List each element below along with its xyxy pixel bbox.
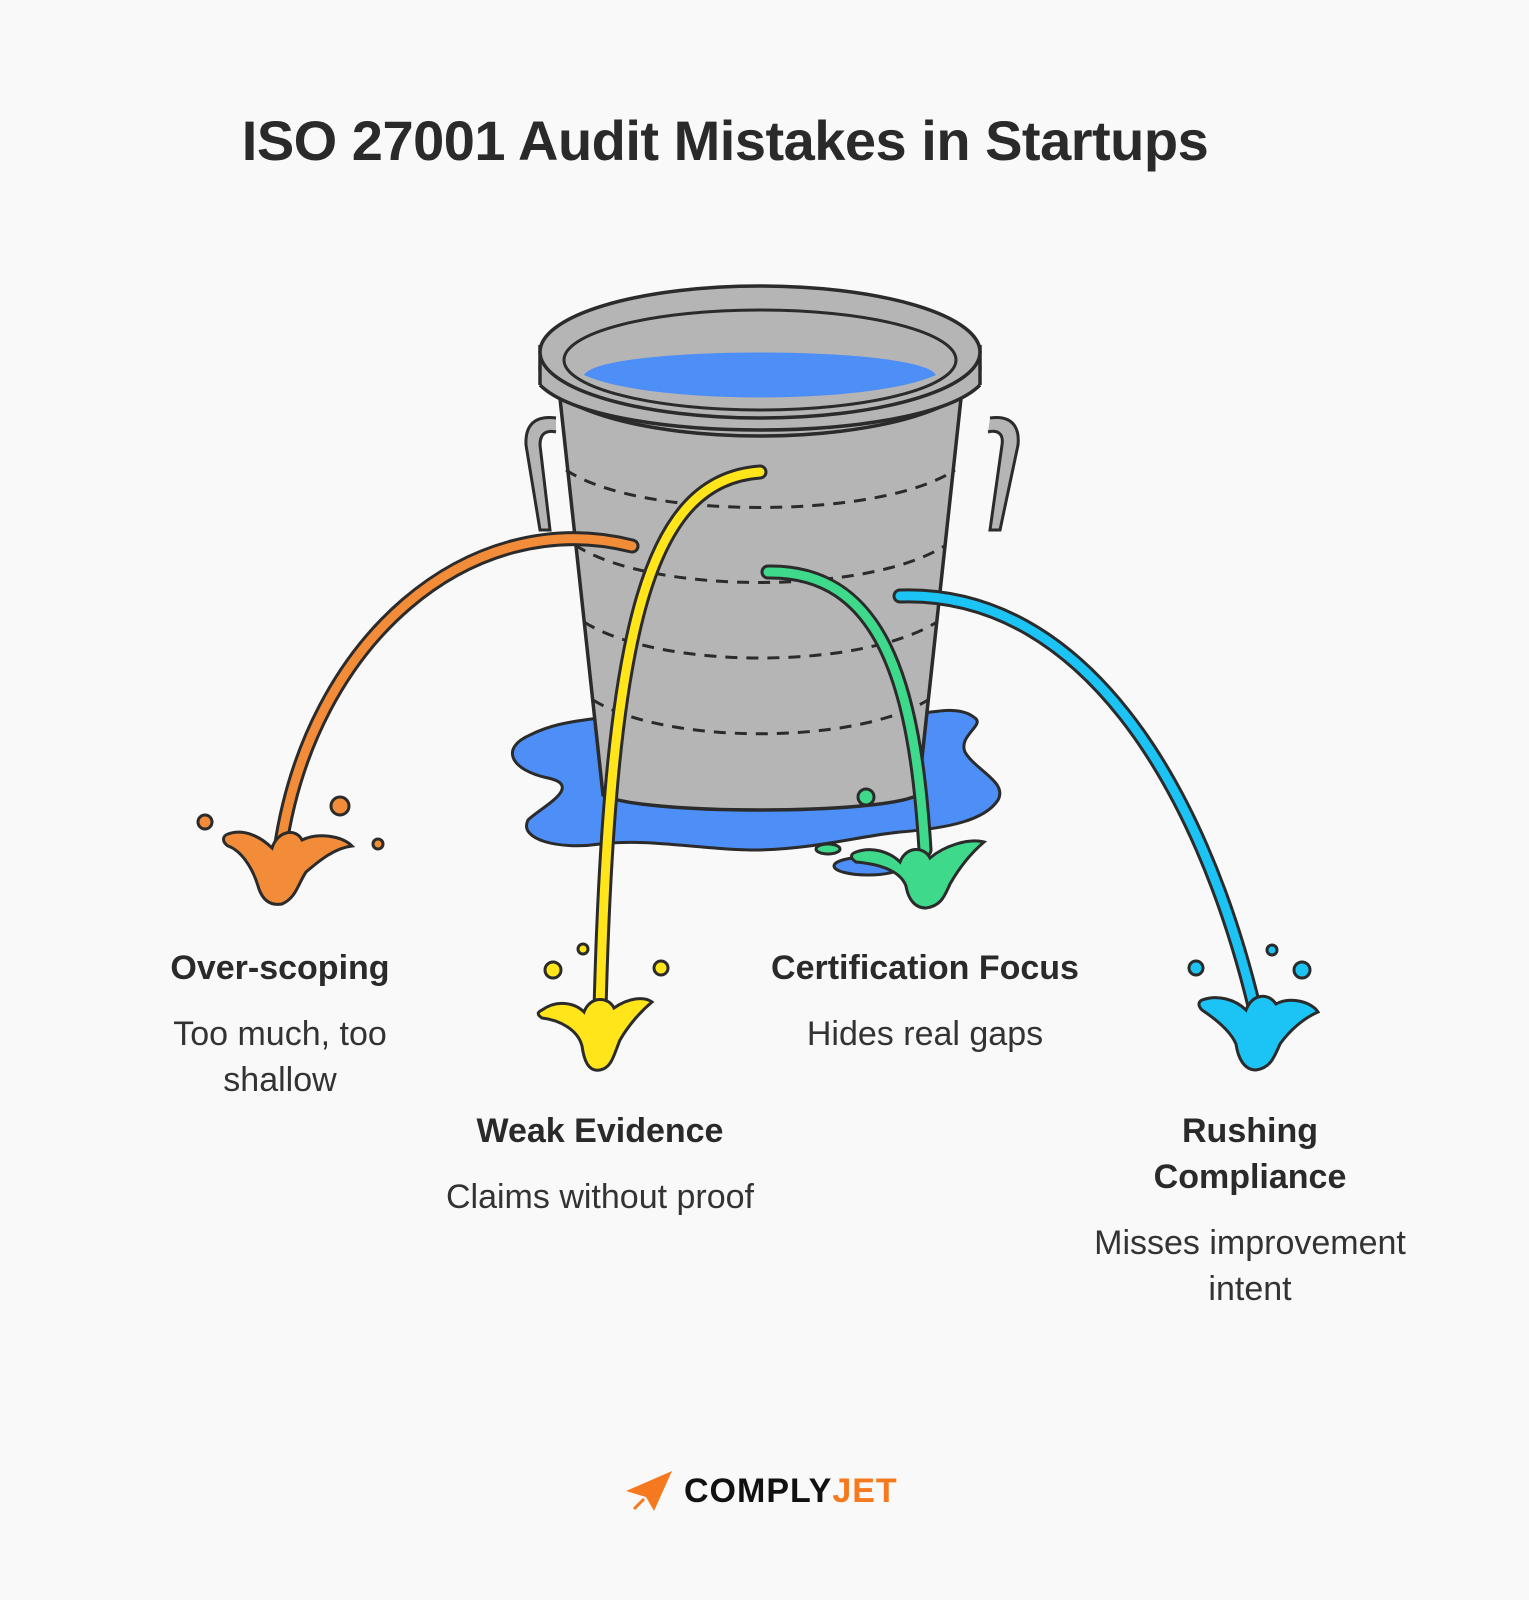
mistake-weak-evidence: Weak Evidence Claims without proof xyxy=(440,1108,760,1220)
orange-splash xyxy=(222,830,356,906)
yellow-stream xyxy=(536,464,768,1072)
mistake-heading: Weak Evidence xyxy=(476,1112,724,1150)
mistake-heading: Certification Focus xyxy=(771,949,1079,987)
mistake-description: Hides real gaps xyxy=(806,1015,1044,1053)
bucket-handle xyxy=(524,415,1020,532)
brand-name-part1: COMPLY xyxy=(684,1471,833,1510)
bucket-dashed-lines xyxy=(565,468,956,736)
orange-stream xyxy=(196,531,640,906)
yellow-splash xyxy=(536,997,655,1072)
mistake-heading: Rushing Compliance xyxy=(1153,1112,1347,1196)
page-title: ISO 27001 Audit Mistakes in Startups xyxy=(241,109,1209,172)
water-surface xyxy=(584,352,936,398)
blue-splash xyxy=(1197,994,1321,1072)
paper-plane-icon xyxy=(626,1471,672,1511)
bucket-rim xyxy=(538,284,982,438)
green-stream xyxy=(760,564,988,910)
brand-name-part2: JET xyxy=(832,1471,898,1510)
mistake-certification-focus: Certification Focus Hides real gaps xyxy=(760,945,1090,1057)
mistake-heading: Over-scoping xyxy=(170,949,390,987)
brand-name: COMPLYJET xyxy=(684,1472,898,1511)
brand-logo: COMPLYJET xyxy=(624,1466,898,1516)
green-splash xyxy=(850,839,988,910)
blue-stream xyxy=(892,588,1321,1072)
mistake-rushing-compliance: Rushing Compliance Misses improvement in… xyxy=(1085,1108,1415,1312)
mistake-description: Misses improvement intent xyxy=(1094,1224,1406,1308)
bucket-body xyxy=(556,378,965,812)
mistake-description: Too much, too shallow xyxy=(173,1015,387,1099)
mistake-over-scoping: Over-scoping Too much, too shallow xyxy=(120,945,440,1103)
mistake-description: Claims without proof xyxy=(445,1178,754,1216)
